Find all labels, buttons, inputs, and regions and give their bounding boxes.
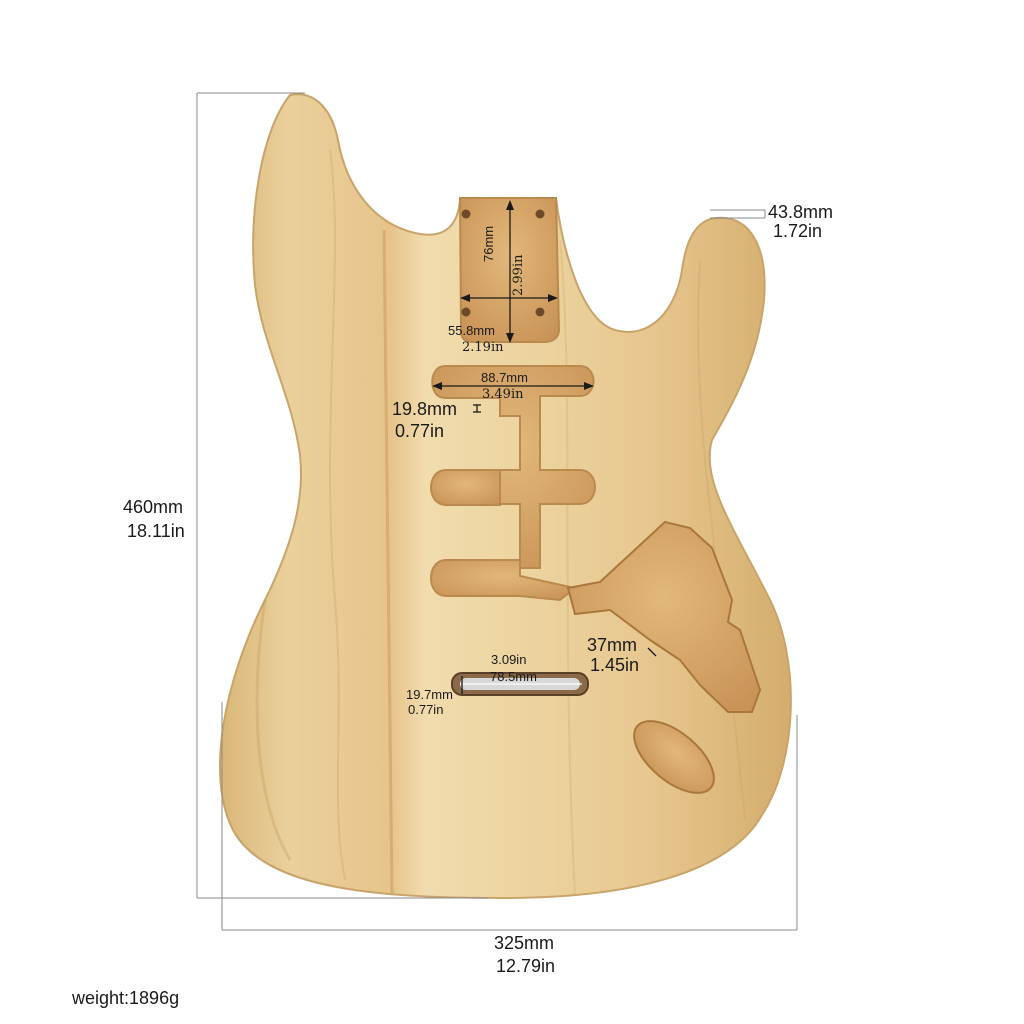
arrow-head [432,382,442,390]
neck-screw-hole [461,209,471,219]
neck-width-mm-label: 55.8mm [448,323,495,338]
height-in-label: 18.11in [127,521,185,541]
arrow-head [460,294,470,302]
wood-grain-line [697,259,746,821]
thickness-mm-label: 43.8mm [768,202,834,222]
pickup-depth-mm-label: 19.8mm [392,399,458,419]
bridge-depth-in-label: 0.77in [408,702,444,717]
wood-grain-line [329,149,346,881]
control-cavity [566,520,762,713]
pickup-length-mm-label: 88.7mm [481,370,528,385]
control-depth-in-label: 1.45in [590,655,640,675]
neck-length-mm-label: 76mm [481,225,496,262]
pickup-cavity [430,559,578,602]
bridge-length-mm-label: 78.5mm [490,669,537,684]
weight-label: weight:1896g [72,988,180,1008]
height-mm-label: 460mm [123,497,184,517]
pickup-cavity [430,469,501,506]
pickup-length-in-label: 3.49in [482,387,524,402]
neck-length-in-label: 2.99in [511,254,526,296]
neck-width-in-label: 2.19in [462,340,504,355]
arrow-head [584,382,594,390]
pickup-depth-in-label: 0.77in [395,421,445,441]
output-jack-cavity [633,720,715,794]
control-depth-mark [647,647,657,657]
width-mm-label: 325mm [494,933,555,953]
bridge-depth-mm-label: 19.7mm [406,687,453,702]
neck-screw-hole [461,307,471,317]
arrow-head [506,200,514,210]
width-in-label: 12.79in [496,956,556,976]
wood-grain-line [382,229,394,894]
arrow-head [548,294,558,302]
wood-grain-line [559,239,576,896]
bridge-length-in-label: 3.09in [491,652,527,667]
arrow-head [506,333,514,343]
neck-screw-hole [535,209,545,219]
wood-grain-line [255,599,292,861]
thickness-in-label: 1.72in [773,221,823,241]
control-depth-mm-label: 37mm [587,635,638,655]
neck-screw-hole [535,307,545,317]
